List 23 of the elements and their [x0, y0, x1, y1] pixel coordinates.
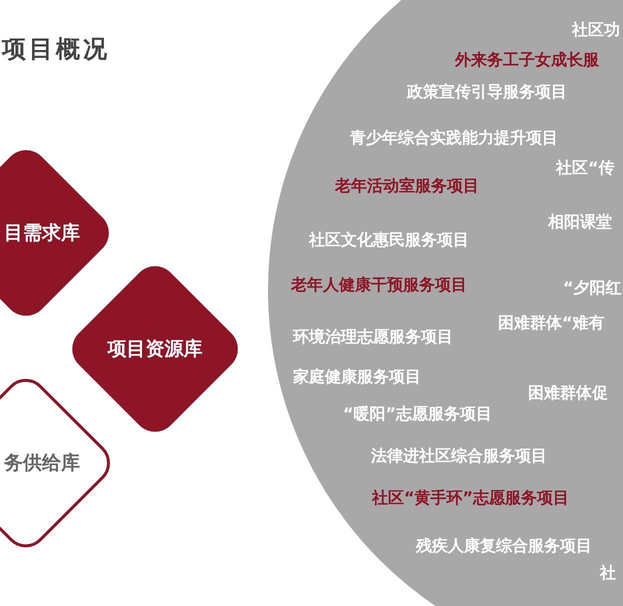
diamond-label: 项目资源库: [106, 337, 204, 361]
project-name: 法律进社区综合服务项目: [371, 446, 547, 466]
project-name: 老年人健康干预服务项目: [291, 275, 467, 295]
project-name: 困难群体促: [528, 383, 608, 403]
project-name: 老年活动室服务项目: [335, 176, 479, 196]
project-name: 家庭健康服务项目: [293, 367, 421, 387]
project-name: 政策宣传引导服务项目: [407, 82, 567, 102]
project-name: 青少年综合实践能力提升项目: [350, 128, 558, 148]
project-name: 社区“黄手环”志愿服务项目: [372, 488, 570, 508]
project-name: 外来务工子女成长服: [455, 50, 599, 70]
project-name: 社区文化惠民服务项目: [309, 230, 469, 250]
project-name: 环境治理志愿服务项目: [293, 327, 453, 347]
project-name: 社: [600, 563, 616, 583]
diamond-label: 目需求库: [3, 221, 81, 245]
project-name: “夕阳红: [563, 278, 622, 298]
project-name: 残疾人康复综合服务项目: [416, 536, 592, 556]
page-title: 项目概况: [2, 34, 110, 64]
project-name: 相阳课堂: [548, 212, 612, 232]
project-name: 社区功: [572, 20, 620, 40]
project-name: “暖阳”志愿服务项目: [343, 404, 492, 424]
diamond-label: 务供给库: [2, 451, 81, 475]
project-name: 社区“传: [556, 158, 615, 178]
project-name: 困难群体“难有: [498, 313, 605, 333]
